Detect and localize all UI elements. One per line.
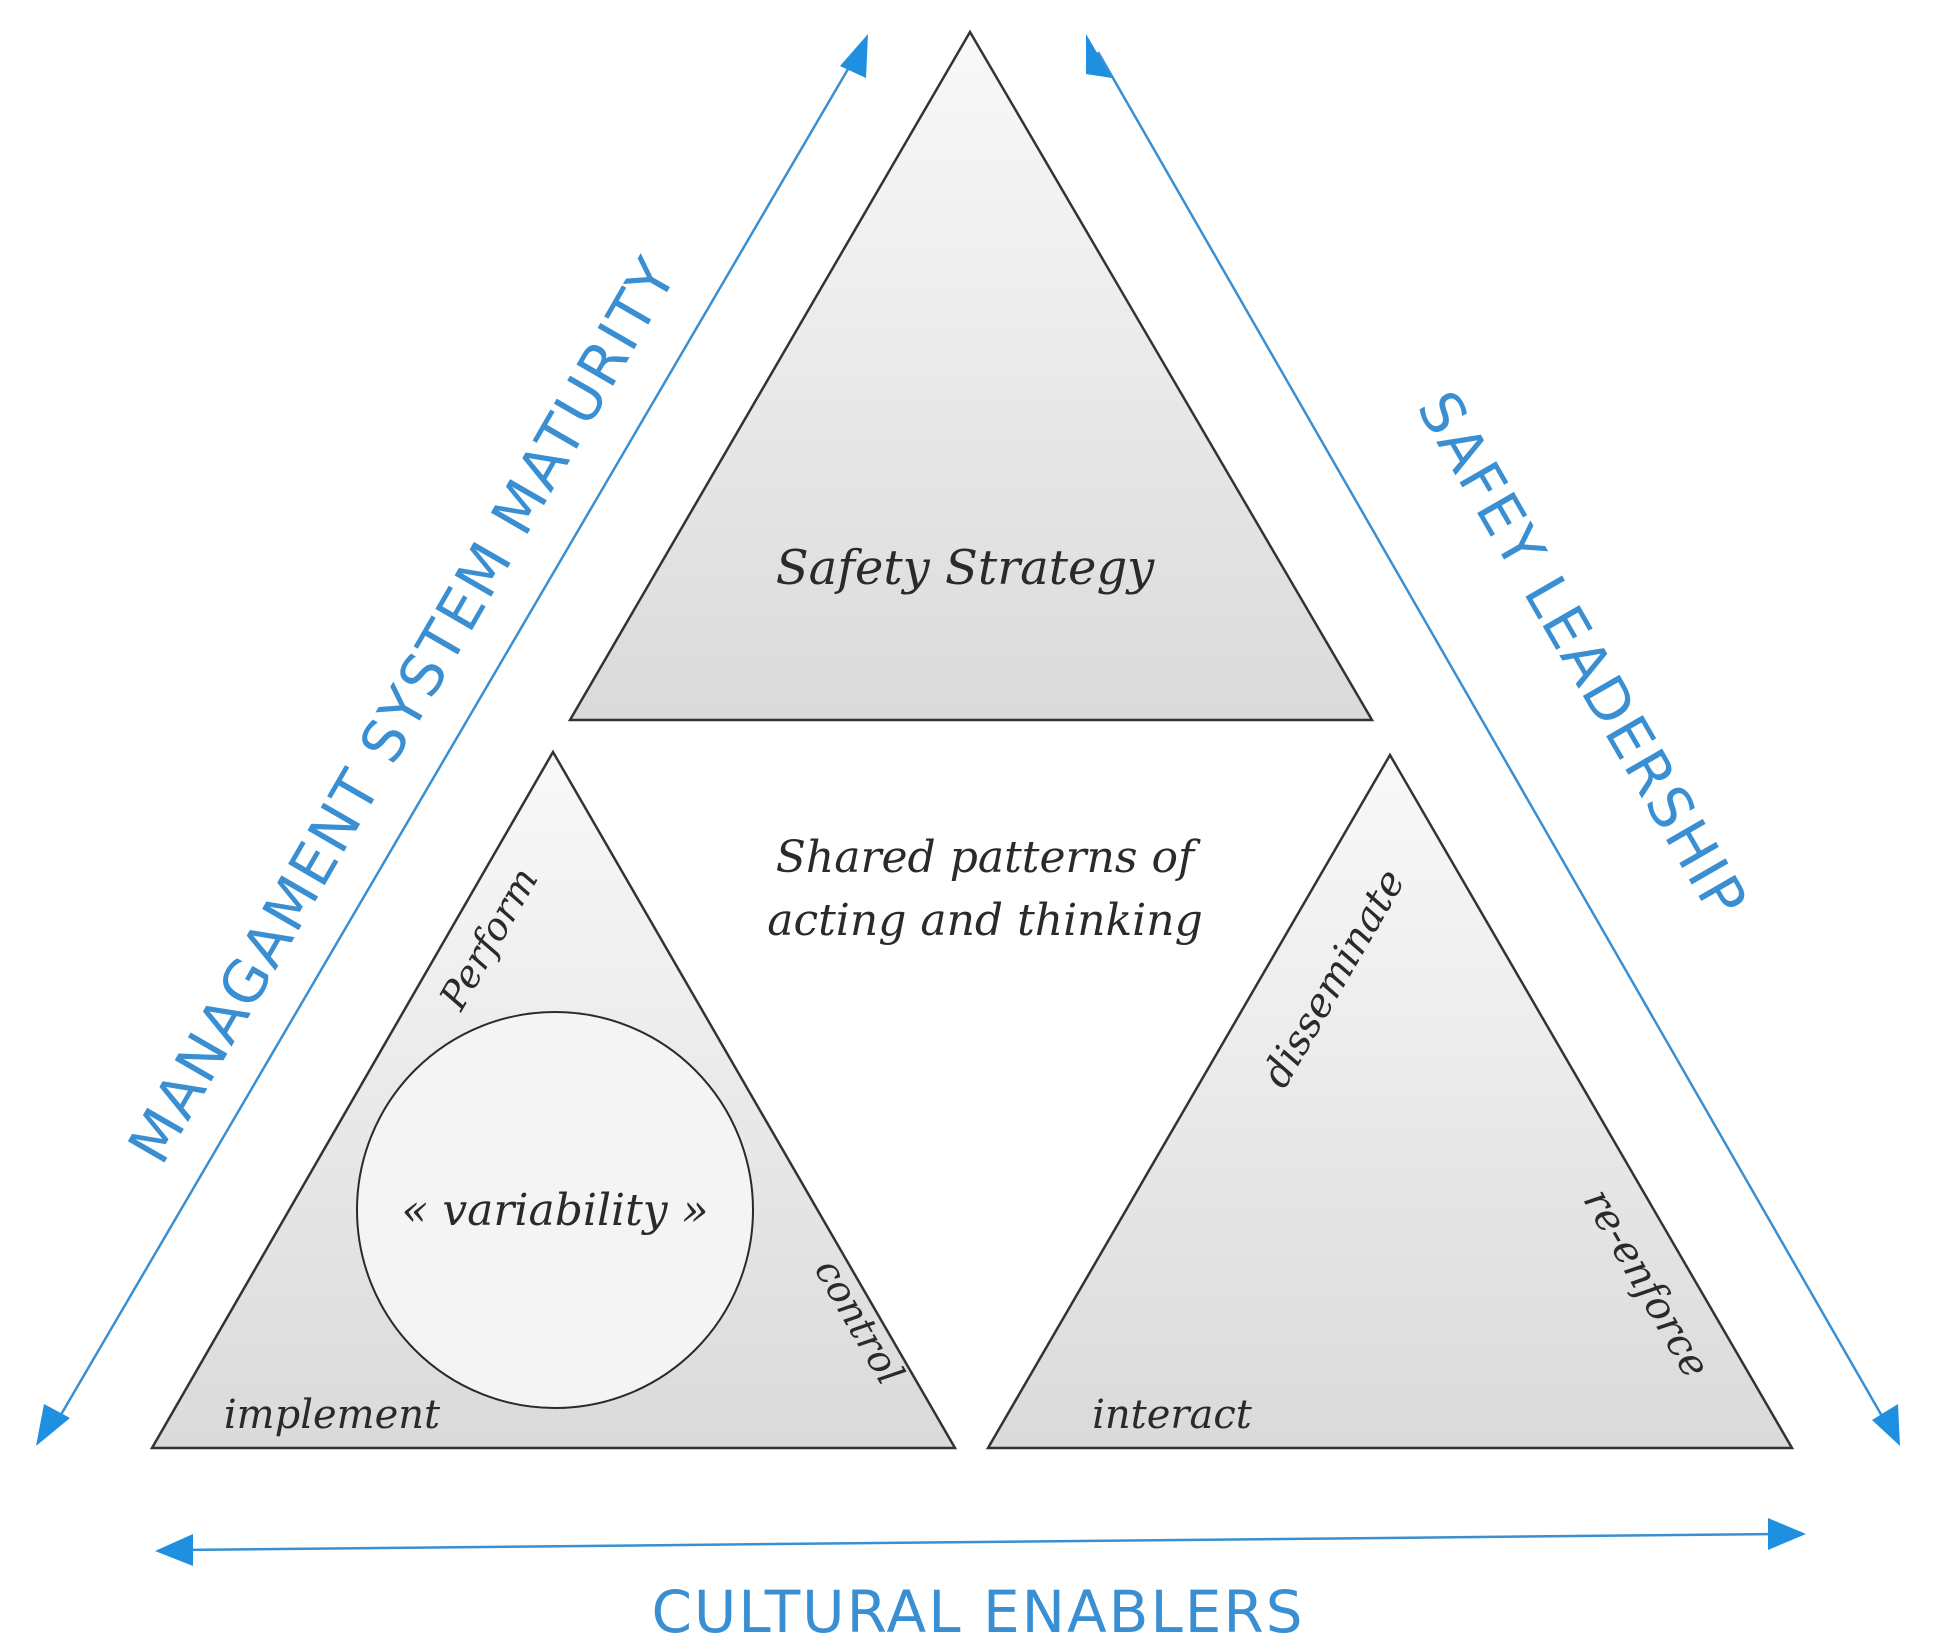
implement-label: implement xyxy=(224,1392,441,1438)
right-axis-arrow xyxy=(1086,34,1900,1446)
variability-label: « variability » xyxy=(401,1185,708,1236)
bottom-axis-arrow xyxy=(155,1518,1806,1566)
center-text-line-2: acting and thinking xyxy=(767,895,1203,946)
bottom-axis-arrowhead-right xyxy=(1768,1518,1806,1550)
right-axis-label: SAFEY LEADERSHIP xyxy=(1404,380,1761,930)
left-axis-arrowhead-top xyxy=(840,34,868,78)
right-axis-arrowhead-bottom xyxy=(1872,1404,1900,1446)
left-axis-arrow xyxy=(36,34,868,1446)
center-text-line-1: Shared patterns of xyxy=(776,832,1201,883)
right-triangle xyxy=(985,752,1795,1450)
top-triangle xyxy=(567,29,1375,722)
safety-strategy-label: Safety Strategy xyxy=(776,540,1155,596)
left-axis-arrowhead-bottom xyxy=(36,1404,70,1446)
bottom-axis-arrowhead-left xyxy=(155,1534,193,1566)
interact-label: interact xyxy=(1092,1392,1253,1438)
bottom-axis-label: CULTURAL ENABLERS xyxy=(651,1578,1304,1646)
variability-circle xyxy=(356,1011,754,1409)
right-axis-arrowhead-top xyxy=(1086,34,1112,78)
